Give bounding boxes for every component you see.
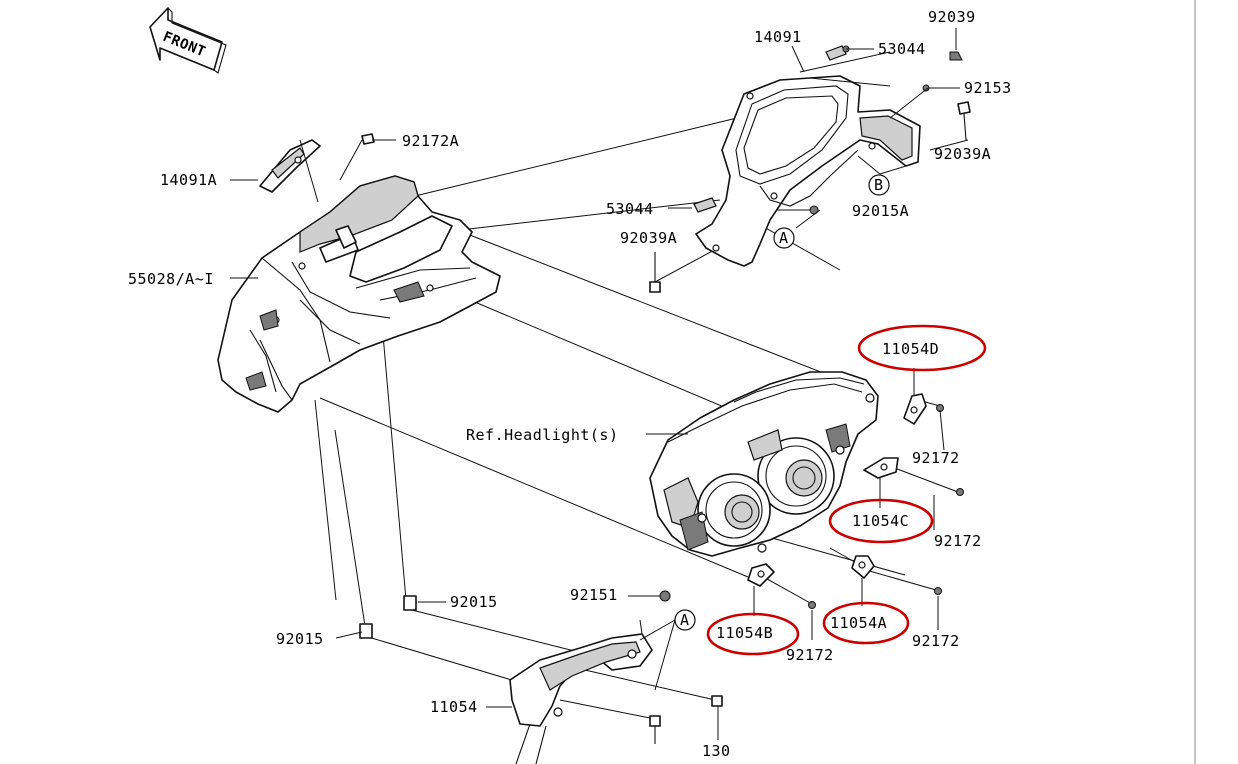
highlight-rings <box>706 324 987 656</box>
label-14091A: 14091A <box>160 171 217 189</box>
ref-circle-A-top: A <box>773 227 795 249</box>
label-leaders <box>230 28 969 740</box>
label-11054B: 11054B <box>716 624 773 642</box>
bracket-11054D <box>903 393 927 425</box>
bracket-11054B <box>747 563 775 587</box>
part-labels: 92039 14091 53044 92153 92039A 92172A 14… <box>128 8 1012 760</box>
bracket-11054C <box>863 457 899 479</box>
ref-circle-A-bottom: A <box>674 609 696 631</box>
label-92172-2: 92172 <box>934 532 982 550</box>
label-92039-top: 92039 <box>928 8 976 26</box>
label-92172-1: 92172 <box>912 449 960 467</box>
label-92039A-left: 92039A <box>620 229 677 247</box>
label-92151: 92151 <box>570 586 618 604</box>
label-14091: 14091 <box>754 28 802 46</box>
label-92015-b: 92015 <box>276 630 324 648</box>
label-92172-4: 92172 <box>912 632 960 650</box>
label-92172A: 92172A <box>402 132 459 150</box>
label-11054: 11054 <box>430 698 478 716</box>
bracket-11054A <box>851 555 875 579</box>
label-92015-a: 92015 <box>450 593 498 611</box>
label-92153: 92153 <box>964 79 1012 97</box>
windshield-clip-14091A <box>259 139 321 193</box>
label-130: 130 <box>702 742 731 760</box>
label-53044-mid: 53044 <box>606 200 654 218</box>
front-arrow-icon: FRONT <box>149 7 227 74</box>
highlight-11054D <box>857 324 987 372</box>
stay-11054 <box>509 633 653 764</box>
ref-circle-B: B <box>868 174 890 196</box>
label-11054C: 11054C <box>852 512 909 530</box>
headlight-assembly <box>649 371 879 557</box>
svg-text:B: B <box>874 176 884 194</box>
label-55028: 55028/A~I <box>128 270 214 288</box>
svg-text:A: A <box>680 611 690 629</box>
svg-text:A: A <box>779 229 789 247</box>
label-92015A: 92015A <box>852 202 909 220</box>
label-92172-3: 92172 <box>786 646 834 664</box>
label-11054D: 11054D <box>882 340 939 358</box>
label-ref-headlight: Ref.Headlight(s) <box>466 426 619 444</box>
upper-cowl-55028 <box>217 175 501 413</box>
label-92039A-right: 92039A <box>934 145 991 163</box>
highlight-11054A <box>822 601 910 645</box>
label-11054A: 11054A <box>830 614 887 632</box>
highlight-11054B <box>706 612 800 656</box>
label-53044-top: 53044 <box>878 40 926 58</box>
hardware-small-parts <box>359 45 971 744</box>
meter-cover-14091 <box>695 75 921 267</box>
highlight-11054C <box>828 498 934 544</box>
